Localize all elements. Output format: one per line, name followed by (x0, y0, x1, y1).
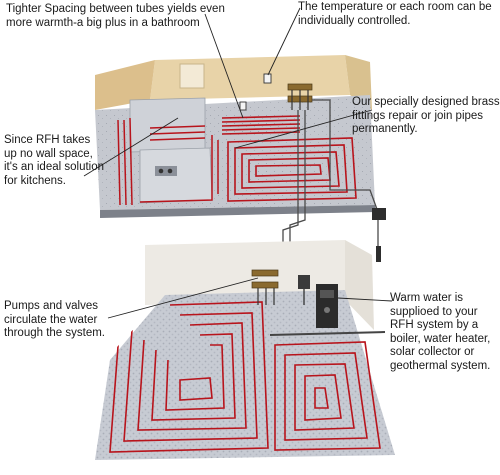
leader-warm (337, 297, 393, 302)
lower-right-wall (345, 240, 374, 330)
leader-pumps (107, 277, 259, 319)
callout-pumps: Pumps and valves circulate the water thr… (4, 300, 105, 339)
lower-left-tubing (109, 301, 269, 453)
upper-floor (95, 55, 376, 218)
callout-kitchen: Since RFH takes up no wall space, it's a… (4, 134, 105, 187)
lower-manifold (251, 269, 279, 305)
lower-back-wall (145, 240, 345, 305)
boiler (316, 284, 338, 328)
lower-right-tubing (274, 341, 381, 451)
leader-kitchen (83, 117, 179, 177)
callout-temperature: The temperature or each room can be indi… (298, 1, 492, 27)
upper-manifold (287, 83, 313, 110)
upper-floor-edge (100, 205, 376, 218)
callout-tighter-spacing: Tighter Spacing between tubes yields eve… (6, 3, 225, 29)
lower-floor-slab (95, 290, 395, 460)
leader-lines (83, 7, 393, 319)
thermostat-hanging (376, 246, 381, 262)
pump (298, 275, 310, 305)
leader-spacing (204, 13, 244, 119)
thermostat (263, 73, 272, 84)
upper-left-wall (95, 60, 155, 110)
window (179, 63, 205, 89)
leader-temperature (267, 7, 301, 76)
partition-wall (269, 331, 386, 336)
bathroom-tubing (221, 115, 301, 135)
callout-brass-fittings: Our specially designed brass fittings re… (352, 96, 500, 135)
control-box (372, 208, 386, 220)
callout-warm-water: Warm water is supplioed to your RFH syst… (390, 292, 491, 372)
thermostat-2 (239, 101, 247, 111)
leader-fittings (234, 109, 373, 149)
lower-floor (95, 240, 395, 460)
kitchen-tubing (117, 117, 219, 206)
kitchen-cabinets (129, 97, 213, 204)
